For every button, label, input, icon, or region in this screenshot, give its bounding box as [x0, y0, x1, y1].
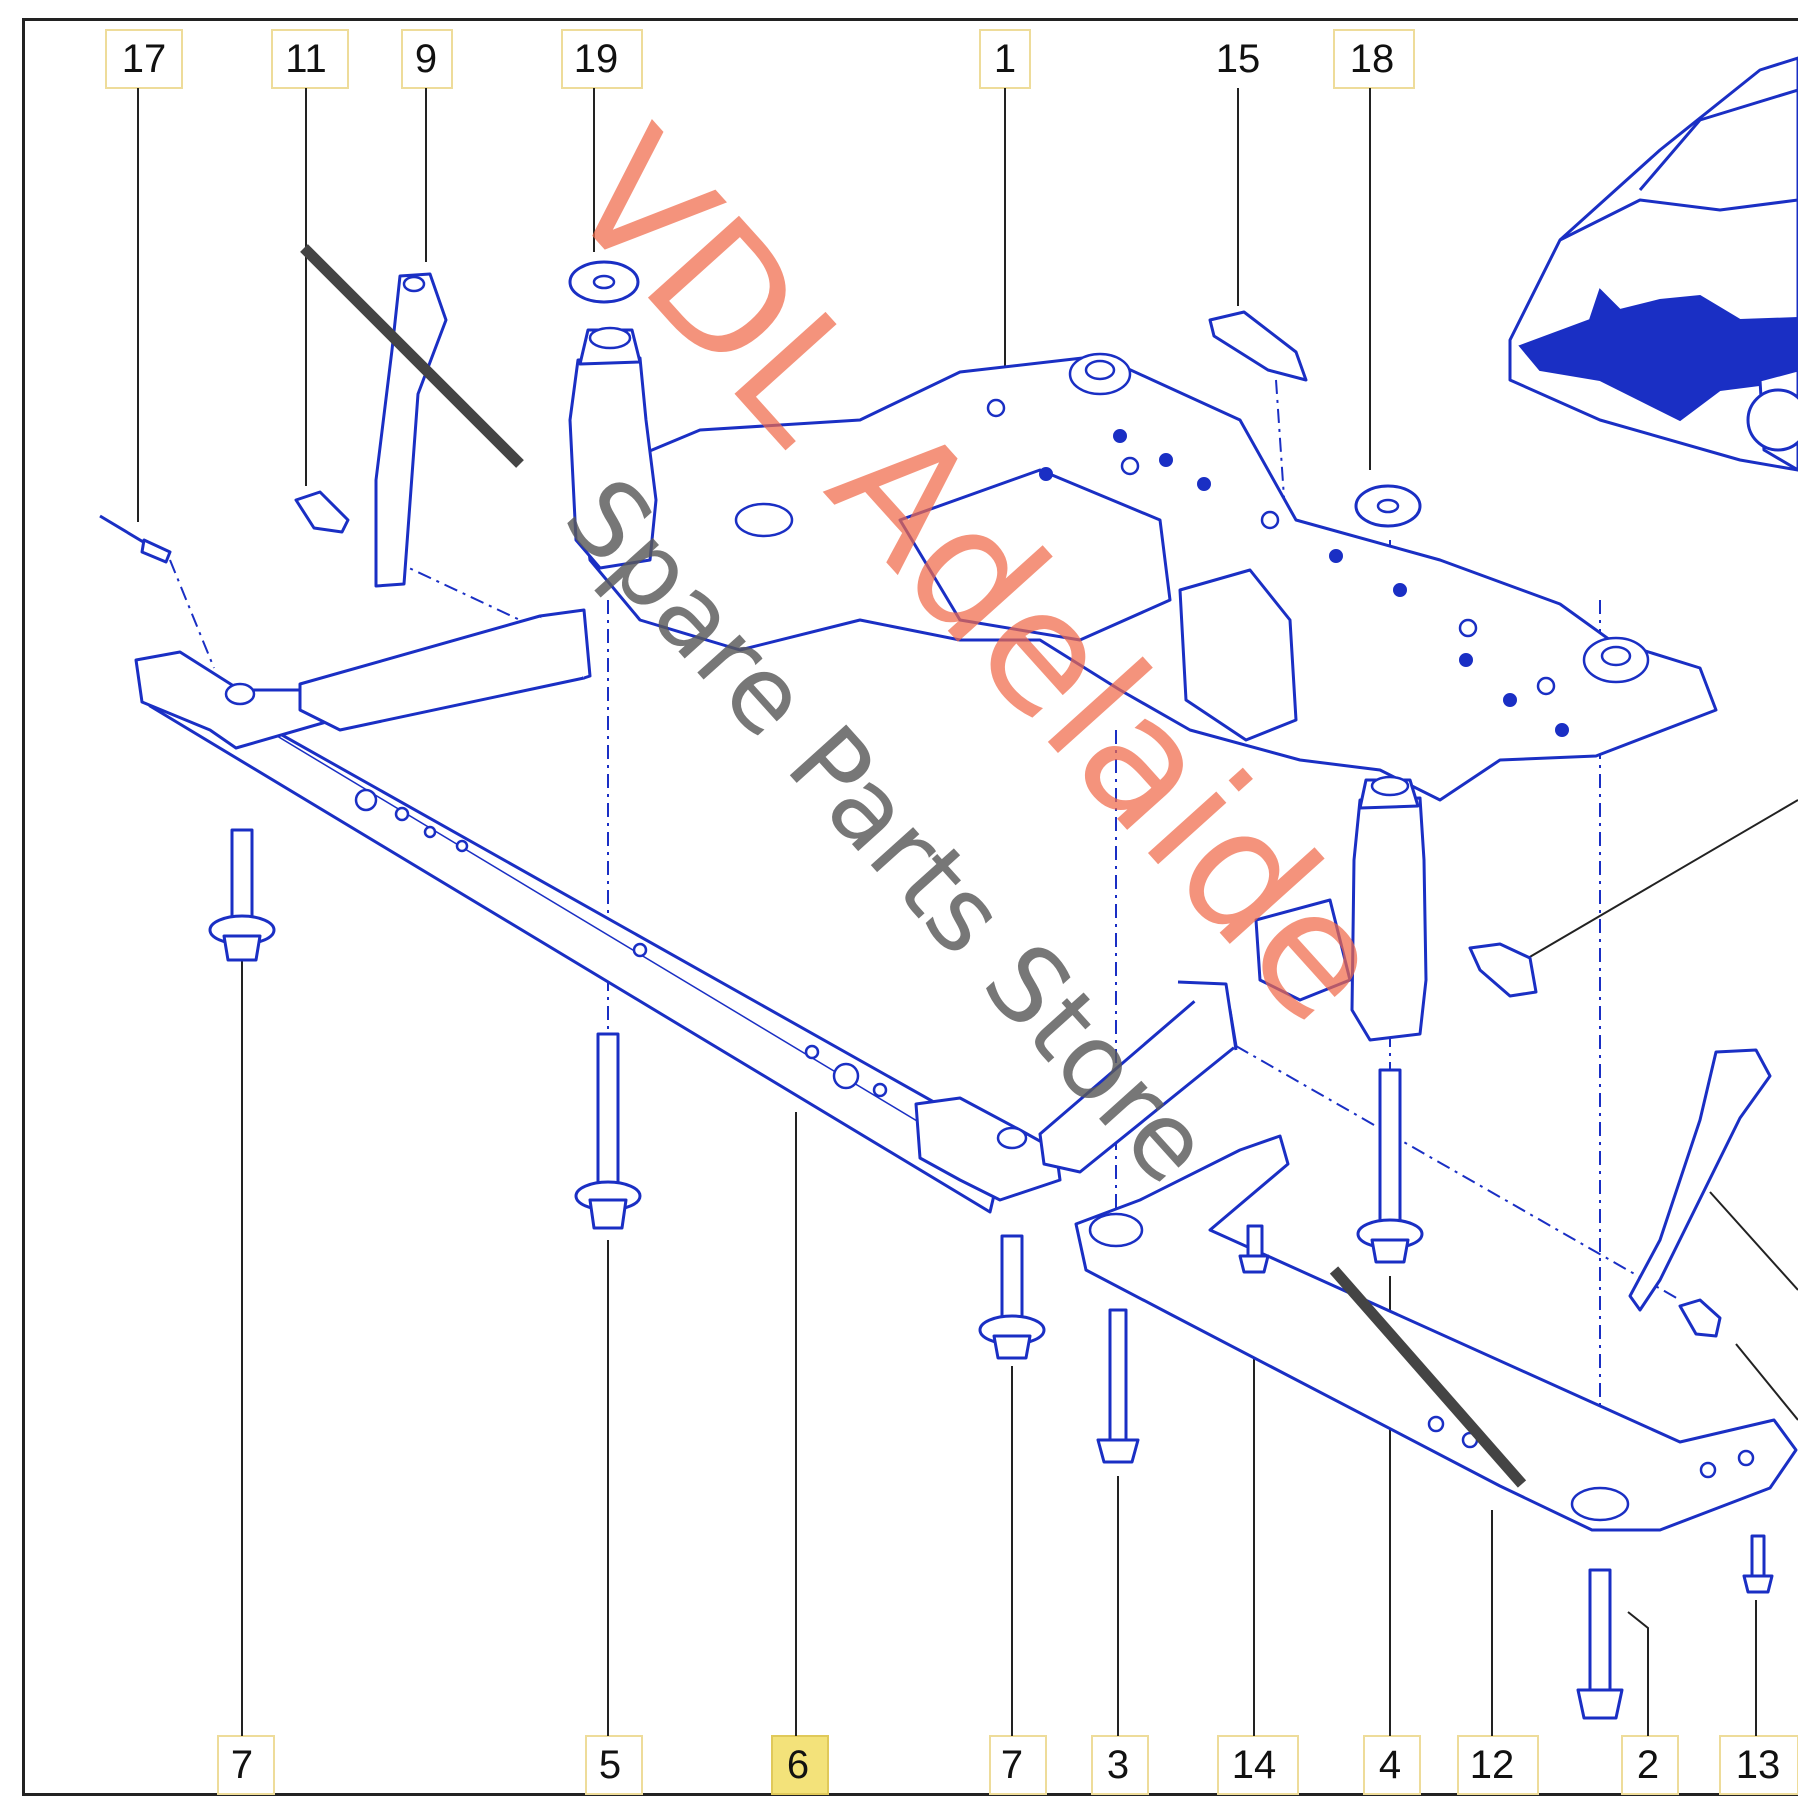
callout-3-label: 3	[1107, 1743, 1129, 1787]
bolt-14	[1238, 1224, 1270, 1274]
bolt-4	[1356, 1068, 1424, 1264]
bracket-9	[374, 272, 448, 588]
callout-7-left-label: 7	[231, 1743, 253, 1787]
callout-15[interactable]: 15	[1216, 37, 1261, 306]
callout-5-label: 5	[599, 1743, 621, 1787]
callout-18[interactable]: 18	[1333, 29, 1415, 470]
callout-15-label: 15	[1216, 37, 1261, 81]
callout-9-label: 9	[415, 37, 437, 81]
bracket-right	[1628, 1048, 1772, 1312]
strike-marks	[300, 244, 1527, 1488]
subframe-crossmember[interactable]	[578, 352, 1718, 802]
callout-11[interactable]: 11	[271, 29, 349, 486]
callout-11-label: 11	[285, 37, 327, 81]
callout-14-label: 14	[1232, 1743, 1277, 1787]
callout-19[interactable]: 19	[561, 29, 643, 252]
callout-17-label: 17	[122, 37, 167, 81]
callout-7-left[interactable]: 7	[217, 956, 275, 1795]
callout-2[interactable]: 2	[1621, 1611, 1679, 1795]
callout-12-label: 12	[1470, 1743, 1515, 1787]
bolt-11	[294, 490, 350, 534]
front-beam-right-bracket	[914, 1096, 1062, 1202]
callout-12[interactable]: 12	[1457, 1510, 1539, 1795]
callout-18-label: 18	[1350, 37, 1395, 81]
callout-6[interactable]: 6	[771, 1112, 829, 1795]
callout-13-label: 13	[1736, 1743, 1781, 1787]
left-mount-tower	[568, 326, 658, 570]
rivet-17	[99, 514, 172, 564]
washer-19	[568, 260, 640, 304]
callout-5[interactable]: 5	[585, 1240, 643, 1795]
right-mount-tower	[1254, 775, 1428, 1042]
diagram-frame	[22, 18, 1798, 1796]
callout-7-right[interactable]: 7	[989, 1366, 1047, 1795]
callout-1-label: 1	[994, 37, 1016, 81]
clip-15	[1208, 310, 1308, 382]
bolt-7-left	[208, 828, 276, 962]
callout-17[interactable]: 17	[105, 29, 183, 522]
left-tie-tube	[298, 608, 592, 732]
offpage-leaders	[1527, 799, 1798, 1421]
bolt-7-right	[978, 1234, 1046, 1360]
callout-13[interactable]: 13	[1719, 1600, 1798, 1795]
callout-7-right-label: 7	[1001, 1743, 1023, 1787]
bolt-5	[574, 1032, 642, 1230]
callout-6-label: 6	[787, 1743, 809, 1787]
callout-1[interactable]: 1	[979, 29, 1031, 370]
lower-right-arm[interactable]	[1074, 1134, 1798, 1532]
clip-right	[1468, 942, 1538, 998]
bolt-2	[1576, 1568, 1624, 1720]
vehicle-locator-thumbnail	[1508, 56, 1798, 472]
washer-18	[1354, 484, 1422, 528]
bolt-right-small	[1678, 1298, 1722, 1338]
bolt-3	[1096, 1308, 1140, 1464]
callout-9[interactable]: 9	[401, 29, 453, 262]
callout-19-label: 19	[574, 37, 619, 81]
callout-2-label: 2	[1637, 1743, 1659, 1787]
callout-4-label: 4	[1379, 1743, 1401, 1787]
callout-3[interactable]: 3	[1091, 1476, 1149, 1795]
right-tie-tube	[1038, 980, 1238, 1174]
bolt-13	[1742, 1534, 1774, 1594]
